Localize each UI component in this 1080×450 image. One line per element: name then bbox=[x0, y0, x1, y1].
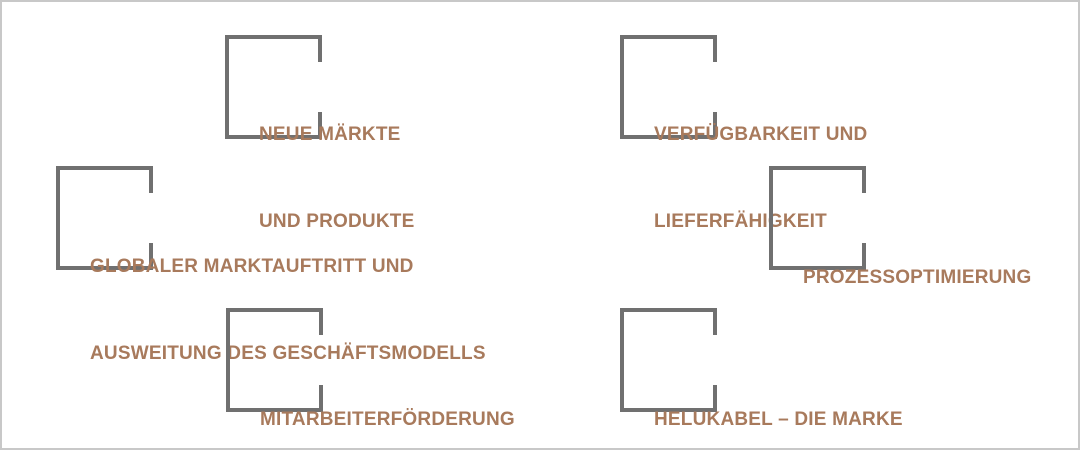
label-line-2: AUSWEITUNG DES GESCHÄFTSMODELLS bbox=[90, 343, 486, 364]
label-line-1: GLOBALER MARKTAUFTRITT UND bbox=[90, 256, 414, 277]
label-line-1: NEUE MÄRKTE bbox=[259, 124, 401, 145]
label-line-1: PROZESSOPTIMIERUNG bbox=[803, 267, 1032, 288]
bracket-frame bbox=[620, 35, 717, 139]
bracket-stub bbox=[713, 312, 717, 335]
label-line-1: MITARBEITERFÖRDERUNG bbox=[260, 409, 515, 430]
label-line-2: LIEFERFÄHIGKEIT bbox=[654, 211, 827, 232]
label-line-1: HELUKABEL – DIE MARKE bbox=[654, 409, 903, 430]
label-line-1: VERFÜGBARKEIT UND bbox=[654, 124, 868, 145]
item-label-globaler-markt: GLOBALER MARKTAUFTRITT UND AUSWEITUNG DE… bbox=[90, 194, 486, 426]
bracket-stub bbox=[862, 243, 866, 266]
bracket-stub bbox=[318, 39, 322, 62]
item-label-prozessoptimierung: PROZESSOPTIMIERUNG bbox=[803, 205, 1031, 350]
label-line-2: UND PRODUKTE bbox=[259, 211, 415, 232]
item-label-mitarbeiterfoerderung: MITARBEITERFÖRDERUNG bbox=[260, 347, 515, 448]
bracket-stub bbox=[149, 170, 153, 193]
bracket-stub bbox=[713, 112, 717, 135]
item-label-helukabel-marke: HELUKABEL – DIE MARKE bbox=[654, 347, 903, 448]
bracket-stub bbox=[149, 243, 153, 266]
bracket-frame bbox=[226, 308, 323, 412]
bracket-frame bbox=[225, 35, 322, 139]
bracket-stub bbox=[713, 39, 717, 62]
item-label-verfuegbarkeit: VERFÜGBARKEIT UND LIEFERFÄHIGKEIT bbox=[654, 62, 867, 294]
bracket-frame bbox=[620, 308, 717, 412]
bracket-frame bbox=[56, 166, 153, 270]
bracket-stub bbox=[862, 170, 866, 193]
bracket-stub bbox=[319, 385, 323, 408]
bracket-stub bbox=[713, 385, 717, 408]
item-label-neue-maerkte: NEUE MÄRKTE UND PRODUKTE bbox=[259, 62, 414, 294]
bracket-frame bbox=[769, 166, 866, 270]
bracket-stub bbox=[319, 312, 323, 335]
bracket-stub bbox=[318, 112, 322, 135]
